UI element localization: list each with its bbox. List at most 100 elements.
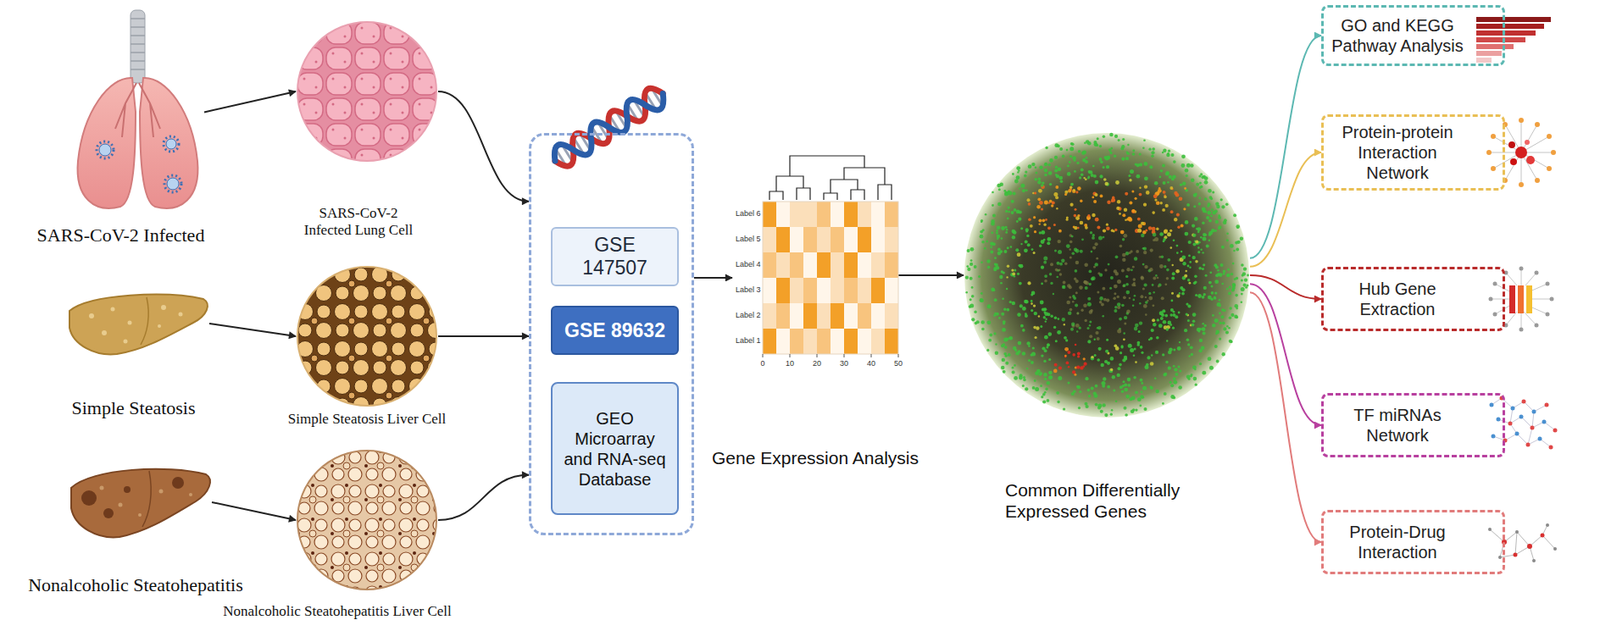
illustration-part bbox=[157, 324, 162, 328]
gene-dot bbox=[1024, 314, 1028, 318]
gene-dot bbox=[1085, 405, 1089, 409]
gene-dot bbox=[985, 240, 989, 244]
gene-dot bbox=[1047, 226, 1051, 230]
gene-dot bbox=[1039, 384, 1043, 388]
gene-dot bbox=[1208, 239, 1212, 243]
gene-dot bbox=[1225, 330, 1229, 334]
gene-dot bbox=[1117, 366, 1122, 371]
gene-dot bbox=[1000, 282, 1003, 285]
gene-dot bbox=[1216, 360, 1220, 364]
row-label: Label 4 bbox=[735, 260, 762, 270]
gene-dot bbox=[1061, 285, 1067, 290]
gene-dot bbox=[1158, 283, 1162, 288]
gene-dot bbox=[1144, 176, 1149, 181]
gene-dot bbox=[1018, 282, 1023, 286]
illustration-part bbox=[1490, 166, 1496, 172]
gene-dot bbox=[1139, 394, 1144, 399]
cell-circle: Nonalcoholic Steatohepatitis Liver Cell bbox=[295, 449, 439, 592]
gene-dot bbox=[1044, 168, 1049, 173]
gene-dot bbox=[1083, 303, 1088, 308]
gene-dot bbox=[1064, 262, 1067, 266]
illustration-part bbox=[1476, 23, 1545, 29]
gene-dot bbox=[1199, 182, 1202, 185]
gene-dot bbox=[1043, 316, 1046, 319]
illustration-part bbox=[1518, 117, 1524, 123]
gene-dot bbox=[1146, 355, 1150, 360]
gene-dot bbox=[1013, 208, 1017, 212]
gene-dot bbox=[1051, 201, 1056, 206]
gene-dot bbox=[1038, 218, 1042, 223]
gene-dot bbox=[1186, 203, 1190, 207]
gene-dot bbox=[1166, 339, 1168, 342]
gene-dot bbox=[969, 262, 973, 267]
axis-tick-label: 40 bbox=[866, 359, 876, 369]
gene-dot bbox=[1131, 190, 1134, 194]
gene-dot bbox=[1048, 163, 1051, 167]
gene-dot bbox=[1183, 274, 1188, 278]
gene-dot bbox=[1038, 165, 1043, 169]
gene-dot bbox=[1181, 163, 1186, 168]
gene-dot bbox=[1142, 263, 1145, 267]
gene-dot bbox=[1085, 139, 1090, 145]
gene-dot bbox=[1070, 327, 1074, 332]
gene-dot bbox=[1044, 318, 1047, 321]
heatmap-cell bbox=[844, 277, 858, 304]
gene-dot bbox=[1172, 272, 1176, 276]
gene-dot bbox=[1128, 178, 1132, 182]
illustration-part bbox=[1515, 530, 1519, 534]
gene-dot bbox=[1104, 268, 1107, 272]
gene-dot bbox=[1128, 251, 1132, 255]
gene-dot bbox=[1161, 208, 1166, 212]
gene-dot bbox=[1094, 142, 1099, 147]
gene-dot bbox=[984, 213, 988, 217]
gene-dot bbox=[1176, 251, 1179, 255]
gene-dot bbox=[1069, 256, 1073, 260]
gene-dot bbox=[1083, 150, 1087, 155]
gene-dot bbox=[1172, 327, 1175, 330]
gene-dot bbox=[1105, 223, 1109, 227]
gene-dot bbox=[1058, 229, 1062, 234]
lung-illustration bbox=[71, 10, 205, 215]
gene-dot bbox=[980, 261, 984, 264]
gene-dot bbox=[1096, 290, 1100, 294]
gene-dot bbox=[1148, 292, 1151, 295]
gene-dot bbox=[1161, 151, 1164, 154]
gene-dot bbox=[1094, 193, 1099, 197]
heatmap-cell bbox=[871, 227, 885, 253]
heatmap-cell bbox=[816, 227, 831, 253]
gene-dot bbox=[999, 275, 1003, 279]
gene-dot bbox=[1140, 233, 1145, 238]
gene-dot bbox=[1205, 216, 1210, 220]
gene-dot bbox=[1194, 294, 1198, 297]
gene-dot bbox=[981, 240, 985, 245]
gene-dot bbox=[1100, 194, 1104, 199]
gene-dot bbox=[1214, 291, 1217, 295]
gene-dot bbox=[1153, 194, 1158, 199]
gene-dot bbox=[1038, 244, 1042, 248]
gene-dot bbox=[966, 267, 971, 272]
gene-dot bbox=[1064, 347, 1069, 352]
heatmap-cell bbox=[830, 201, 845, 228]
gene-dot bbox=[1152, 233, 1157, 238]
gene-dot bbox=[1011, 272, 1016, 277]
gene-dot bbox=[1178, 341, 1181, 344]
gene-dot bbox=[1157, 285, 1161, 289]
heatmap-cell bbox=[830, 328, 845, 355]
gene-dot bbox=[1188, 255, 1191, 258]
gene-dot bbox=[1079, 250, 1084, 254]
gene-dot bbox=[1132, 304, 1135, 307]
gene-dot bbox=[1202, 233, 1206, 237]
gene-dot bbox=[1190, 177, 1195, 183]
gene-dot bbox=[1161, 164, 1166, 168]
gene-dot bbox=[1112, 389, 1116, 393]
gene-dot bbox=[1160, 201, 1163, 205]
gene-dot bbox=[1033, 304, 1036, 307]
gene-dot bbox=[1201, 267, 1205, 271]
illustration-part bbox=[100, 486, 105, 491]
gene-dot bbox=[1143, 203, 1147, 207]
illustration-part bbox=[1509, 285, 1516, 314]
gene-dot bbox=[1115, 255, 1119, 259]
gene-dot bbox=[1026, 234, 1029, 238]
illustration-part bbox=[762, 201, 899, 355]
gene-dot bbox=[965, 291, 968, 295]
